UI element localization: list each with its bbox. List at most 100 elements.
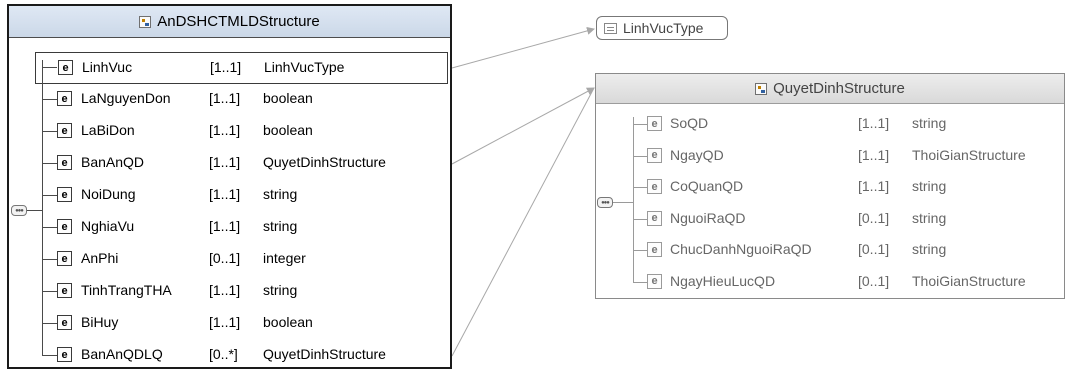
element-icon: e: [647, 179, 662, 194]
tree-branch-line: [633, 187, 647, 188]
element-name: BanAnQD: [81, 154, 145, 170]
element-type: LinhVucType: [264, 59, 345, 75]
element-multiplicity: [0..1]: [858, 241, 890, 257]
tree-branch-line: [42, 259, 57, 260]
element-name: NoiDung: [81, 186, 136, 202]
element-type: boolean: [263, 314, 313, 330]
simple-type-icon: [604, 22, 617, 34]
sequence-compositor-icon[interactable]: ●●●: [597, 197, 613, 208]
element-name: BiHuy: [81, 314, 119, 330]
structure-title: QuyetDinhStructure: [773, 80, 905, 97]
tree-branch-line: [42, 291, 57, 292]
element-icon: e: [57, 91, 72, 106]
element-type: QuyetDinhStructure: [263, 346, 386, 362]
complex-type-icon: [139, 15, 152, 28]
element-name: TinhTrangTHA: [81, 282, 172, 298]
tree-branch-line: [42, 131, 57, 132]
element-multiplicity: [0..1]: [858, 272, 890, 289]
tree-branch-line: [42, 227, 57, 228]
linhvuc-type-node[interactable]: LinhVucType: [596, 16, 728, 40]
element-multiplicity: [0..1]: [858, 209, 890, 226]
element-multiplicity: [1..1]: [210, 59, 242, 75]
tree-branch-line: [633, 218, 647, 220]
element-name: BanAnQDLQ: [81, 346, 163, 362]
sequence-connector-line: [27, 210, 42, 211]
element-icon: e: [57, 315, 72, 330]
element-icon: e: [647, 210, 662, 226]
connector-bananqd: [451, 87, 595, 165]
element-icon: e: [647, 147, 662, 163]
andshctmld-structure-box[interactable]: AnDSHCTMLDStructure e LinhVuc [1..1] LinhVu…: [7, 4, 452, 369]
element-row[interactable]: e LaNguyenDon [1..1] boolean: [35, 84, 448, 116]
tree-trunk-line: [633, 117, 634, 283]
sequence-connector-line: [613, 202, 633, 203]
element-type: string: [263, 218, 298, 234]
element-multiplicity: [1..1]: [858, 115, 890, 131]
tree-branch-line: [42, 99, 57, 100]
tree-branch-line: [42, 323, 57, 324]
tree-branch-line: [42, 195, 57, 196]
tree-branch-line: [633, 250, 647, 251]
element-icon: e: [647, 273, 662, 289]
tree-branch-line: [42, 355, 57, 356]
element-icon: e: [647, 116, 662, 131]
element-row[interactable]: e LaBiDon [1..1] boolean: [35, 116, 448, 148]
element-name: CoQuanQD: [670, 178, 744, 194]
element-name: LinhVuc: [82, 59, 133, 75]
element-multiplicity: [1..1]: [858, 178, 890, 194]
element-icon: e: [57, 251, 72, 266]
element-multiplicity: [0..*]: [209, 346, 238, 362]
element-row[interactable]: e CoQuanQD [1..1] string: [626, 172, 1062, 204]
tree-branch-line: [42, 163, 57, 164]
tree-branch-line: [42, 67, 57, 68]
element-icon: e: [57, 155, 72, 170]
element-name: ChucDanhNguoiRaQD: [670, 241, 812, 257]
tree-branch-line: [633, 155, 647, 157]
linhvuc-type-title: LinhVucType: [623, 20, 704, 36]
element-type: string: [912, 178, 947, 194]
structure-title: AnDSHCTMLDStructure: [157, 13, 320, 30]
element-type: string: [912, 115, 947, 131]
element-type: boolean: [263, 122, 313, 138]
element-multiplicity: [1..1]: [209, 186, 241, 202]
element-name: LaBiDon: [81, 122, 135, 138]
element-multiplicity: [1..1]: [209, 314, 241, 330]
tree-branch-line: [633, 281, 647, 283]
element-name: LaNguyenDon: [81, 90, 171, 106]
element-name: NgayQD: [670, 146, 724, 163]
element-row[interactable]: e BiHuy [1..1] boolean: [35, 308, 448, 340]
element-type: integer: [263, 250, 306, 266]
connector-linhvuc: [451, 26, 595, 69]
connector-bananqdlq: [451, 87, 595, 357]
element-multiplicity: [1..1]: [209, 90, 241, 106]
element-type: boolean: [263, 90, 313, 106]
andshctmld-structure-header[interactable]: AnDSHCTMLDStructure: [9, 6, 450, 38]
element-row[interactable]: e BanAnQDLQ [0..*] QuyetDinhStructure: [35, 340, 448, 372]
element-type: string: [912, 209, 947, 226]
sequence-compositor-icon[interactable]: ●●●: [11, 205, 27, 216]
element-name: AnPhi: [81, 250, 119, 266]
element-icon: e: [57, 123, 72, 138]
element-multiplicity: [1..1]: [209, 282, 241, 298]
element-icon: e: [57, 187, 72, 202]
element-icon: e: [57, 347, 72, 362]
element-type: ThoiGianStructure: [912, 272, 1026, 289]
quyetdinh-structure-header[interactable]: QuyetDinhStructure: [596, 74, 1064, 104]
element-name: NghiaVu: [81, 218, 135, 234]
tree-branch-line: [633, 124, 647, 125]
element-icon: e: [57, 283, 72, 298]
element-multiplicity: [1..1]: [209, 122, 241, 138]
tree-trunk-line: [42, 60, 43, 356]
